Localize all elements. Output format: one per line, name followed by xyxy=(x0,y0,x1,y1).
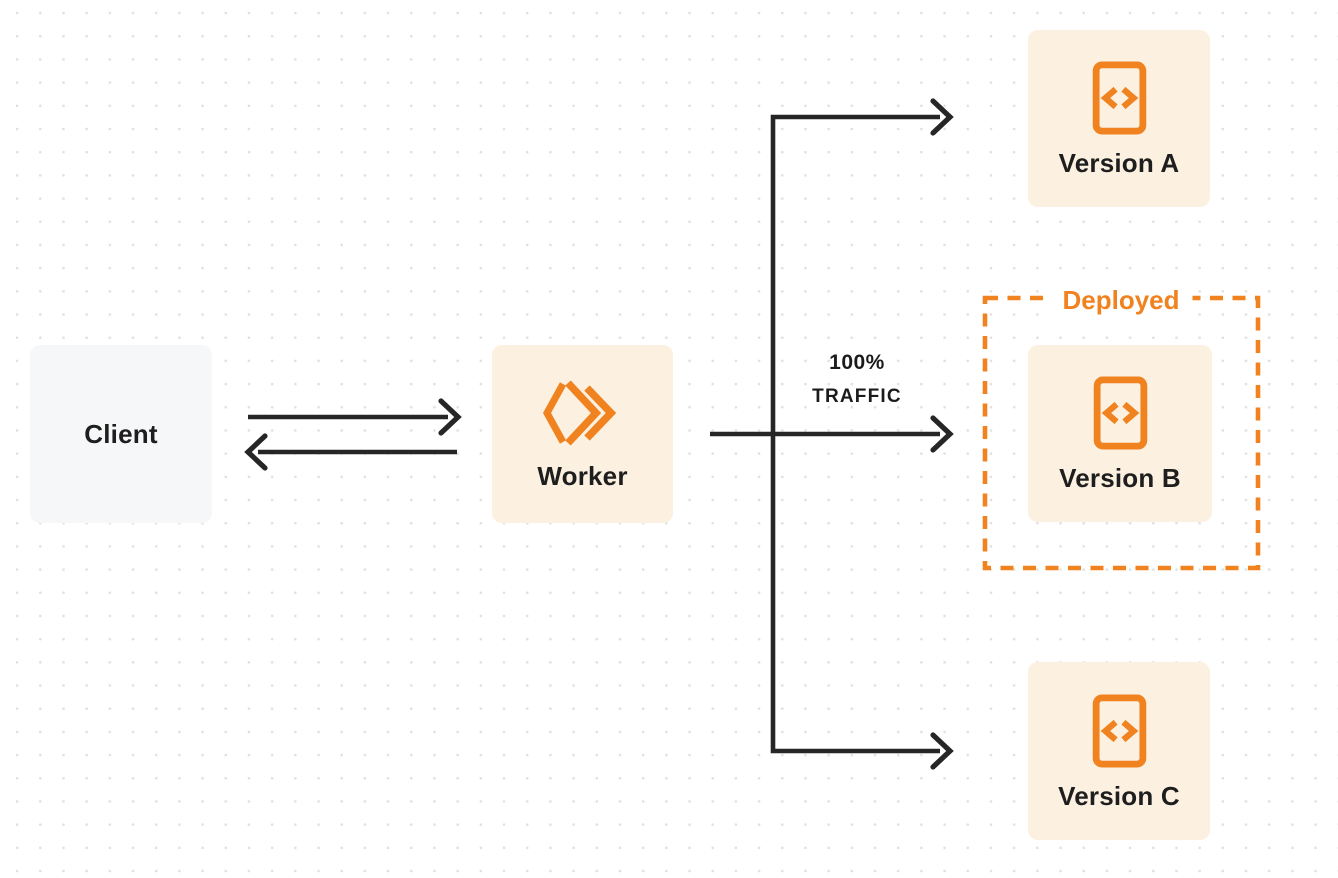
client-to-worker-arrowhead xyxy=(438,398,462,436)
client-label: Client xyxy=(84,419,158,449)
version-a-label: Version A xyxy=(1058,148,1180,178)
code-file-icon xyxy=(1092,693,1147,768)
code-file-icon xyxy=(1093,376,1148,450)
version-b-arrowhead xyxy=(930,415,954,453)
version-c-node: Version C xyxy=(1028,662,1210,840)
version-a-node: Version A xyxy=(1028,30,1210,207)
worker-to-client-arrowhead xyxy=(244,433,268,471)
worker-label: Worker xyxy=(537,460,628,491)
traffic-annotation: 100% TRAFFIC xyxy=(787,351,927,408)
worker-node: Worker xyxy=(492,345,673,523)
cloudflare-workers-icon xyxy=(542,379,624,446)
version-b-node: Version B xyxy=(1028,345,1212,522)
deployed-annotation: Deployed xyxy=(1049,284,1193,316)
version-c-label: Version C xyxy=(1058,780,1180,811)
version-b-label: Version B xyxy=(1059,463,1181,493)
traffic-word-text: TRAFFIC xyxy=(812,386,902,407)
traffic-percent-text: 100% xyxy=(829,351,885,374)
version-a-arrowhead xyxy=(930,98,954,136)
client-node: Client xyxy=(30,345,212,523)
version-c-arrowhead xyxy=(930,732,954,770)
code-file-icon xyxy=(1092,61,1147,135)
